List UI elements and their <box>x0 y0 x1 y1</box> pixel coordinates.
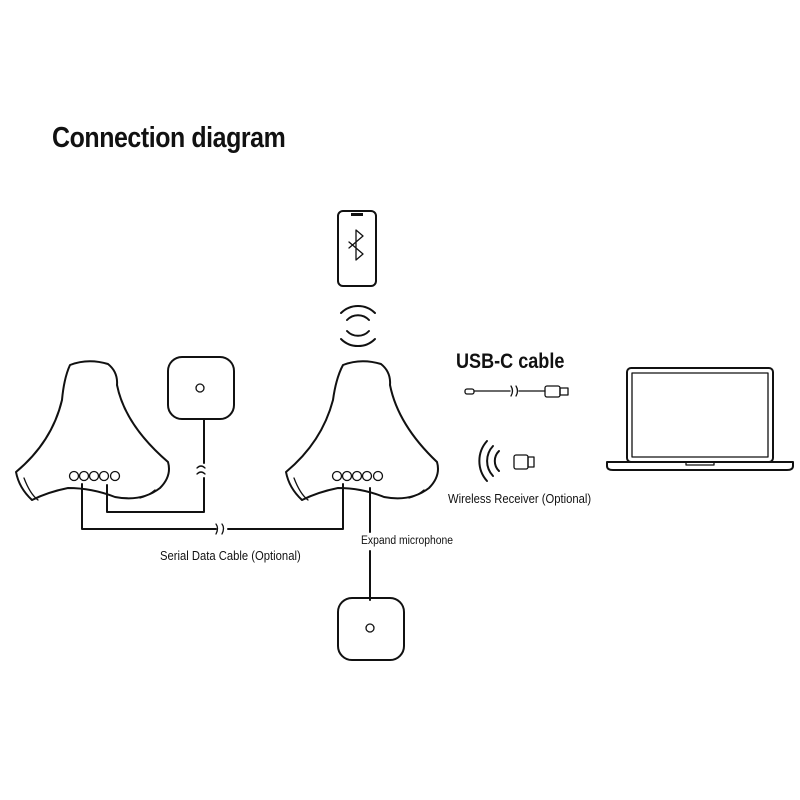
usb-c-cable-label: USB-C cable <box>456 350 565 373</box>
top-expand-microphone <box>106 356 235 513</box>
bluetooth-phone-icon <box>337 210 377 287</box>
usb-receiver-icon <box>478 440 535 482</box>
left-speakerphone <box>15 360 170 501</box>
usb-c-cable-icon <box>464 385 569 398</box>
right-speakerphone <box>285 360 439 501</box>
wireless-receiver-label: Wireless Receiver (Optional) <box>448 492 592 506</box>
expand-microphone-label: Expand microphone <box>361 535 454 547</box>
wireless-signal-icon <box>340 304 376 348</box>
page-title: Connection diagram <box>52 122 286 154</box>
bottom-expand-microphone <box>337 487 405 661</box>
serial-data-cable <box>81 483 344 535</box>
laptop-icon <box>606 367 794 471</box>
right-speaker-buttons <box>331 470 384 482</box>
serial-data-cable-label: Serial Data Cable (Optional) <box>160 549 301 563</box>
left-speaker-buttons <box>68 470 121 482</box>
